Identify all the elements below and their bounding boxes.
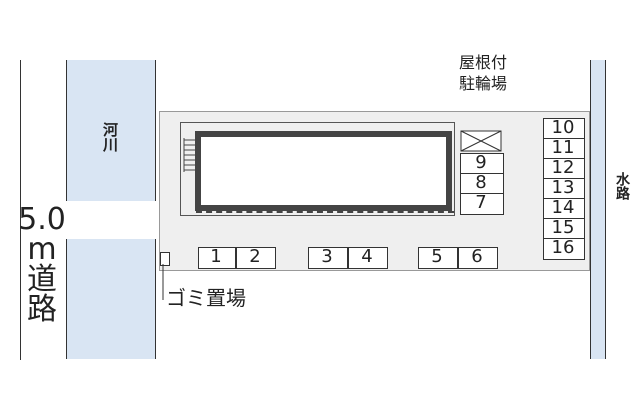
parking-number-5: 5 [431, 246, 443, 267]
parking-space-2 [236, 247, 276, 269]
bike-parking-label: 屋根付 駐輪場 [448, 52, 518, 94]
river-lower [66, 239, 156, 359]
parking-number-11: 11 [551, 137, 575, 158]
road-label-text: 5.0m道路 [18, 202, 66, 327]
parking-space-16 [543, 238, 585, 260]
garbage-label: ゴミ置場 [166, 286, 246, 310]
parking-number-9: 9 [475, 152, 487, 173]
building-dashed-line [196, 211, 454, 213]
parking-space-6 [458, 247, 498, 269]
parking-space-7 [460, 193, 504, 215]
parking-number-7: 7 [475, 192, 487, 213]
parking-number-13: 13 [551, 177, 575, 198]
garbage-point [160, 252, 170, 266]
parking-number-8: 8 [475, 172, 487, 193]
parking-number-1: 1 [210, 246, 222, 267]
parking-number-12: 12 [551, 157, 575, 178]
river-label: 河川 [101, 122, 119, 152]
river-upper [66, 60, 156, 201]
parking-number-15: 15 [551, 217, 575, 238]
road-edge-line [20, 60, 21, 360]
parking-space-4 [348, 247, 388, 269]
parking-number-6: 6 [471, 246, 483, 267]
parking-number-3: 3 [321, 246, 333, 267]
parking-number-10: 10 [551, 117, 575, 138]
building [196, 132, 451, 210]
bike-parking-label-line2: 駐輪場 [458, 74, 507, 93]
parking-number-14: 14 [551, 197, 575, 218]
waterway-label: 水路 [614, 172, 630, 200]
road-label: 5.0m道路 [18, 205, 70, 325]
parking-number-2: 2 [249, 246, 261, 267]
bike-parking-label-line1: 屋根付 [458, 53, 507, 72]
parking-number-4: 4 [361, 246, 373, 267]
parking-space-5 [418, 247, 458, 269]
waterway [590, 60, 606, 359]
parking-number-16: 16 [551, 237, 575, 258]
parking-space-3 [308, 247, 348, 269]
parking-space-1 [198, 247, 236, 269]
building-outline [180, 122, 455, 216]
